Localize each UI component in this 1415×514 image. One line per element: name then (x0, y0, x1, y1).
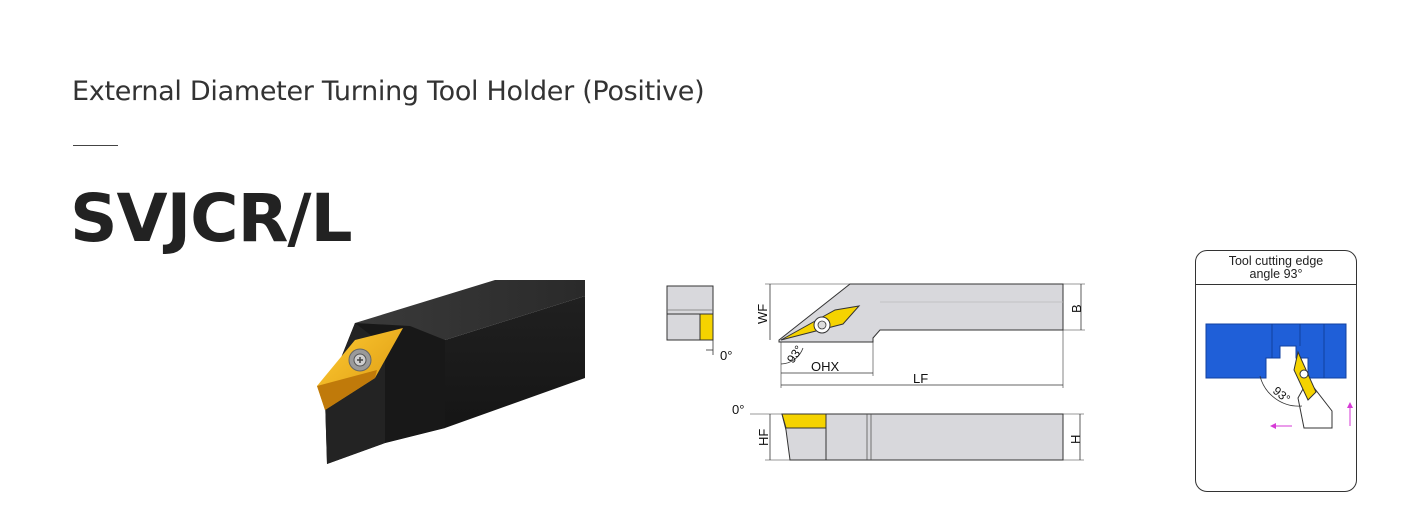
side-view-insert (781, 413, 827, 429)
cutting-angle-diagram: 93° (1205, 323, 1353, 429)
workpiece (1205, 323, 1347, 379)
side-view-drawing: 0° HF H (732, 402, 1084, 461)
side-angle-label: 0° (732, 402, 744, 417)
top-view-body (778, 283, 1064, 343)
approach-angle-label: 93° (784, 343, 806, 366)
cutting-angle-panel: Tool cutting edge angle 93° 93° (1195, 250, 1357, 492)
top-view-insert-screw-inner (817, 320, 827, 330)
approach-angle-arc (780, 347, 804, 365)
tool-holder-photo (317, 280, 585, 464)
feed-arrow-left-head (1270, 423, 1276, 429)
dim-b-label: B (1069, 304, 1084, 313)
angle-arc (1259, 375, 1303, 407)
dim-wf-label: WF (755, 304, 770, 324)
title-divider (73, 145, 118, 146)
dim-h-label: H (1068, 435, 1083, 444)
dim-hf-label: HF (756, 429, 771, 446)
cutting-angle-header: Tool cutting edge angle 93° (1196, 251, 1356, 285)
end-view-insert (699, 313, 714, 341)
angle-label: 93° (1270, 384, 1293, 407)
model-title: SVJCR/L (70, 180, 353, 257)
torx-recess-icon (357, 357, 363, 363)
feed-arrow-up-head (1347, 402, 1353, 408)
dim-lf-label: LF (913, 371, 928, 386)
end-view-angle-label: 0° (720, 348, 732, 363)
cutting-angle-title-1: Tool cutting edge (1228, 254, 1324, 268)
page-subtitle: External Diameter Turning Tool Holder (P… (72, 76, 705, 107)
end-view-drawing: 0° (666, 285, 732, 363)
tool-insert-screw (1299, 369, 1309, 379)
insert-photo-edge (317, 370, 377, 410)
cutting-angle-title-2: angle 93° (1249, 267, 1303, 281)
dim-ohx-label: OHX (811, 359, 840, 374)
top-view-drawing: WF B OHX LF 93° (755, 283, 1085, 388)
